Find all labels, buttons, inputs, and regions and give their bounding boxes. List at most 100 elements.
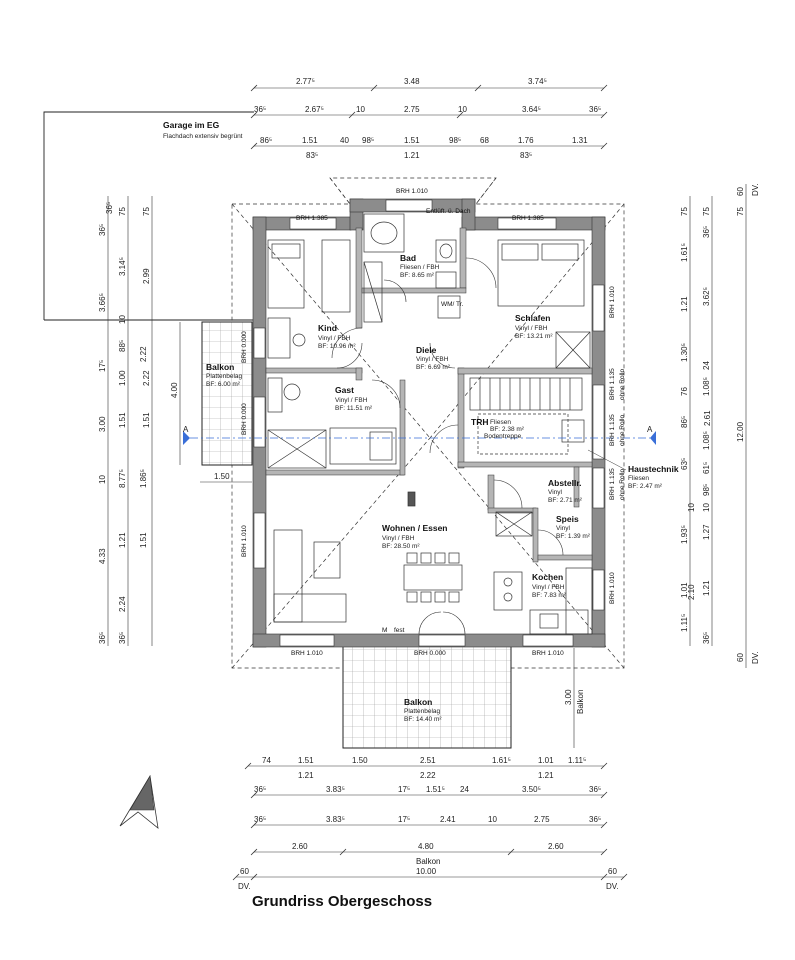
svg-text:4.00: 4.00 [170,382,179,398]
room-balkon-sued: Balkon Plattenbelag BF: 14.40 m² [404,697,442,723]
room-abstellr-name: Abstellr. [548,478,582,488]
svg-text:3.50⁵: 3.50⁵ [522,785,541,794]
svg-text:3.83⁵: 3.83⁵ [326,785,345,794]
svg-text:8.77⁵: 8.77⁵ [118,469,127,488]
room-balkon-sued-name: Balkon [404,697,432,707]
svg-text:1.11⁵: 1.11⁵ [568,756,586,765]
svg-text:BRH 1.010: BRH 1.010 [532,650,564,657]
room-bad-area: BF: 8.65 m² [400,272,435,279]
svg-text:1.61⁵: 1.61⁵ [492,756,511,765]
svg-text:1.08⁵: 1.08⁵ [702,431,711,450]
svg-text:10: 10 [118,315,127,324]
room-haustechnik: Haustechnik Fliesen BF: 2.47 m² [628,464,679,490]
svg-text:3.83⁵: 3.83⁵ [326,815,345,824]
room-abstellr-floor: Vinyl [548,489,563,496]
svg-text:60: 60 [736,187,745,196]
room-abstellr-area: BF: 2.71 m² [548,497,583,504]
svg-text:1.93⁵: 1.93⁵ [680,525,689,544]
room-wohnen-name: Wohnen / Essen [382,523,448,533]
room-trh: TRH Fliesen BF: 2.38 m² [471,417,525,433]
svg-text:10: 10 [458,105,467,114]
svg-text:DV.: DV. [751,651,760,664]
room-schlafen: Schlafen Vinyl / FBH BF: 13.21 m² [515,313,553,340]
svg-text:36⁵: 36⁵ [98,632,107,644]
room-balkon-west: Balkon Plattenbelag BF: 6.00 m² [206,362,243,388]
svg-text:10: 10 [488,815,497,824]
svg-text:10.00: 10.00 [416,867,437,876]
svg-text:1.21: 1.21 [298,771,314,780]
svg-text:1.51: 1.51 [404,136,420,145]
svg-text:83⁵: 83⁵ [520,151,532,160]
room-kind-area: BF: 10.96 m² [318,343,356,350]
svg-text:74: 74 [262,756,271,765]
svg-text:1.51: 1.51 [139,532,148,548]
svg-text:1.61⁵: 1.61⁵ [680,243,689,262]
balkon-sued-dim: 3.00 [564,689,573,705]
svg-text:83⁵: 83⁵ [306,151,318,160]
svg-text:BRH 1.385: BRH 1.385 [512,215,544,222]
svg-text:40: 40 [340,136,349,145]
svg-text:Entlüft. ü. Dach: Entlüft. ü. Dach [426,208,471,215]
svg-text:75: 75 [680,207,689,216]
dimension-ticks [232,84,628,881]
svg-text:98⁵: 98⁵ [702,484,711,496]
door-arcs [331,257,564,635]
svg-text:98⁵: 98⁵ [449,136,461,145]
room-wohnen-area: BF: 28.50 m² [382,543,420,550]
svg-text:36⁵: 36⁵ [702,226,711,238]
interior-walls [265,227,593,563]
svg-text:DV.: DV. [238,882,251,891]
svg-text:1.50: 1.50 [352,756,368,765]
balkon-west-dim: 1.50 [214,472,230,481]
svg-text:2.41: 2.41 [440,815,456,824]
section-label-east: A [647,425,653,434]
svg-text:17⁵: 17⁵ [398,785,410,794]
svg-text:1.21: 1.21 [680,296,689,312]
svg-text:75: 75 [118,207,127,216]
svg-text:60: 60 [240,867,249,876]
svg-text:2.61: 2.61 [703,410,712,426]
svg-text:1.21: 1.21 [404,151,420,160]
room-diele-floor: Vinyl / FBH [416,356,449,363]
svg-text:M: M [382,627,387,634]
room-kind: Kind Vinyl / FBH BF: 10.96 m² [318,323,356,350]
svg-text:36⁵: 36⁵ [589,815,601,824]
svg-text:BRH 0.000: BRH 0.000 [414,650,446,657]
svg-text:36⁵: 36⁵ [98,224,107,236]
room-abstellr: Abstellr. Vinyl BF: 2.71 m² [548,478,583,504]
svg-text:36⁵: 36⁵ [702,632,711,644]
svg-text:ohne Rollo: ohne Rollo [619,415,626,446]
svg-text:2.77⁵: 2.77⁵ [296,77,315,86]
svg-text:1.51: 1.51 [298,756,314,765]
svg-text:DV.: DV. [751,183,760,196]
section-marker-east [650,431,656,445]
svg-text:75: 75 [702,207,711,216]
room-balkon-sued-area: BF: 14.40 m² [404,716,442,723]
svg-text:fest: fest [394,627,405,634]
svg-text:60: 60 [608,867,617,876]
svg-text:BRH 1.135: BRH 1.135 [609,368,616,400]
room-kochen-floor: Vinyl / FBH [532,584,565,591]
svg-text:3.14⁵: 3.14⁵ [118,257,127,276]
svg-text:60: 60 [736,653,745,662]
room-haustechnik-area: BF: 2.47 m² [628,483,663,490]
room-diele: Diele Vinyl / FBH BF: 6.69 m² [416,345,451,371]
room-schlafen-floor: Vinyl / FBH [515,325,548,332]
room-gast: Gast Vinyl / FBH BF: 11.51 m² [335,385,373,412]
room-wohnen-floor: Vinyl / FBH [382,535,415,542]
haustechnik-leader [587,449,627,471]
svg-text:1.51: 1.51 [302,136,318,145]
svg-text:68: 68 [480,136,489,145]
svg-text:86⁵: 86⁵ [260,136,272,145]
svg-text:1.51⁵: 1.51⁵ [426,785,445,794]
svg-text:1.51: 1.51 [118,412,127,428]
svg-text:BRH 1.010: BRH 1.010 [291,650,323,657]
svg-text:BRH 0.000: BRH 0.000 [241,403,248,435]
svg-text:17⁵: 17⁵ [98,360,107,372]
svg-text:63⁵: 63⁵ [680,458,689,470]
svg-text:1.27: 1.27 [702,524,711,540]
room-balkon-sued-floor: Plattenbelag [404,708,441,715]
svg-text:75: 75 [736,207,745,216]
svg-text:98⁵: 98⁵ [362,136,374,145]
